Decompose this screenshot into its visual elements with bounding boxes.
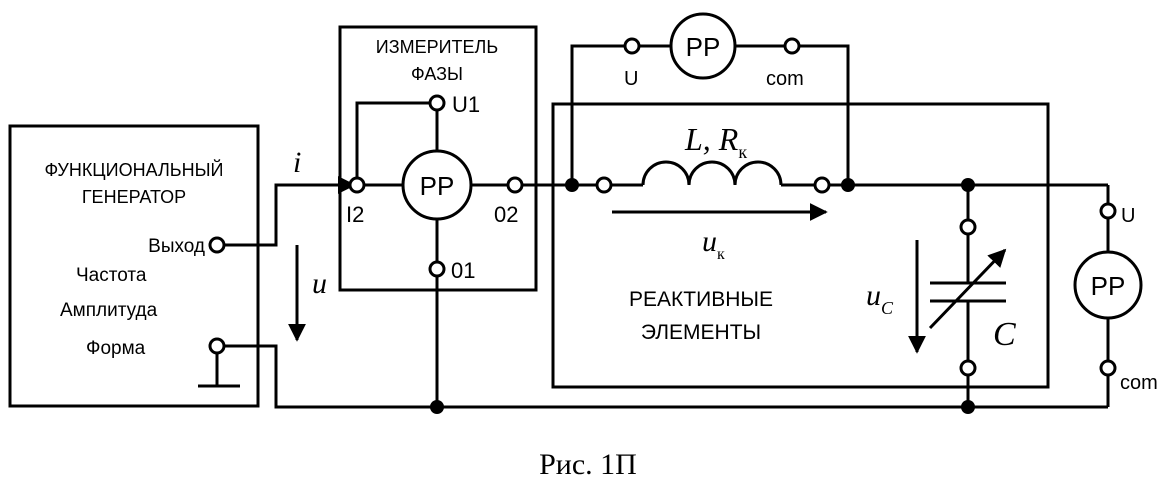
generator-form-label: Форма bbox=[86, 338, 146, 359]
phase-meter-02-label: 02 bbox=[494, 202, 518, 227]
right-meter-instrument-label: PP bbox=[1091, 271, 1126, 301]
function-generator-block bbox=[8, 124, 260, 408]
reactive-title-line1: РЕАКТИВНЫЕ bbox=[629, 288, 773, 311]
phase-meter-title-line2: ФАЗЫ bbox=[411, 64, 463, 84]
voltage-label: u bbox=[312, 267, 327, 300]
inductor-coil bbox=[641, 160, 783, 186]
phase-meter-instrument bbox=[401, 149, 473, 221]
svg-text:uC: uC bbox=[866, 279, 894, 318]
junction-node bbox=[430, 400, 444, 414]
reactive-elements-block bbox=[551, 102, 1050, 389]
right-meter-com-terminal bbox=[1099, 359, 1117, 377]
right-meter-com-label: com bbox=[1120, 372, 1158, 394]
uc-voltage-label: uC bbox=[866, 279, 894, 318]
generator-form-wire bbox=[224, 344, 1108, 409]
junction-node bbox=[565, 178, 579, 192]
capacitor-label: C bbox=[993, 316, 1016, 353]
phase-meter-u1-loop bbox=[355, 101, 429, 185]
phase-meter-01-terminal bbox=[428, 260, 446, 278]
phase-meter-instrument-label: PP bbox=[420, 171, 455, 201]
generator-form-terminal bbox=[208, 337, 226, 355]
reactive-title-line2: ЭЛЕМЕНТЫ bbox=[641, 321, 761, 344]
junction-node bbox=[841, 178, 855, 192]
generator-title-line1: ФУНКЦИОНАЛЬНЫЙ bbox=[45, 159, 224, 180]
top-meter-com-label: com bbox=[766, 68, 804, 90]
top-meter-u-label: U bbox=[624, 68, 638, 90]
right-meter-u-label: U bbox=[1121, 205, 1135, 227]
phase-meter-i2-label: I2 bbox=[346, 202, 364, 227]
figure-caption: Рис. 1П bbox=[539, 448, 637, 481]
generator-frequency-label: Частота bbox=[76, 265, 147, 286]
top-meter-right-wire bbox=[799, 44, 850, 185]
inductor-right-terminal bbox=[813, 176, 831, 194]
generator-output-label: Выход bbox=[148, 236, 205, 257]
capacitor-bottom-terminal bbox=[959, 359, 977, 377]
inductor-left-terminal bbox=[595, 176, 613, 194]
capacitor-top-terminal bbox=[959, 218, 977, 236]
generator-amplitude-label: Амплитуда bbox=[60, 300, 158, 321]
phase-meter-02-terminal bbox=[506, 176, 524, 194]
top-meter-u-terminal bbox=[623, 37, 641, 55]
generator-output-terminal bbox=[208, 236, 226, 254]
top-meter-instrument-label: PP bbox=[686, 32, 721, 62]
variable-capacitor-arrow bbox=[928, 248, 1007, 330]
phase-meter-title-line1: ИЗМЕРИТЕЛЬ bbox=[376, 37, 498, 57]
phase-meter-i2-terminal bbox=[348, 176, 366, 194]
svg-text:uк: uк bbox=[702, 225, 725, 263]
top-meter-instrument bbox=[669, 12, 737, 80]
phase-meter-u1-terminal bbox=[428, 94, 446, 112]
right-meter-u-terminal bbox=[1099, 202, 1117, 220]
generator-output-wire bbox=[224, 183, 306, 247]
current-label: i bbox=[293, 146, 301, 179]
svg-text:L, Rк: L, Rк bbox=[684, 121, 747, 162]
top-meter-com-terminal bbox=[783, 37, 801, 55]
generator-title-line2: ГЕНЕРАТОР bbox=[82, 187, 186, 207]
uk-voltage-label: uк bbox=[702, 225, 725, 263]
top-meter-left-wire bbox=[570, 44, 625, 185]
inductor-label: L, Rк bbox=[684, 121, 747, 162]
phase-meter-u1-label: U1 bbox=[452, 92, 480, 117]
phase-meter-01-label: 01 bbox=[451, 258, 475, 283]
junction-node bbox=[961, 400, 975, 414]
